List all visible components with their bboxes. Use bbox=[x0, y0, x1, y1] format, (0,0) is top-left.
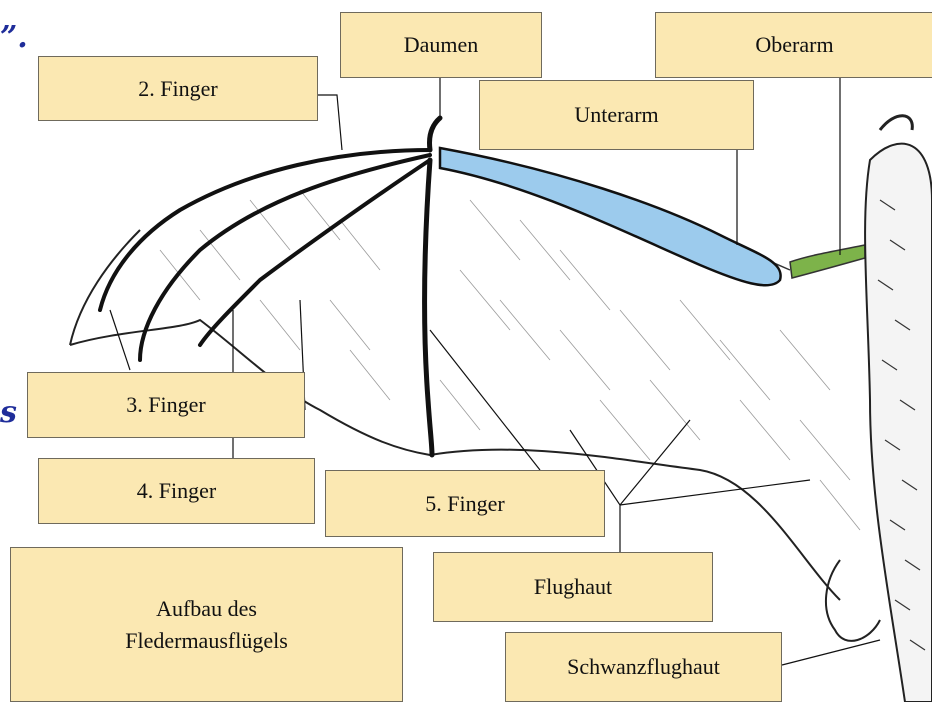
pointer-lines bbox=[109, 78, 881, 666]
membrane-hatching bbox=[159, 189, 861, 531]
finger-2-bone bbox=[98, 148, 432, 312]
finger-bones bbox=[98, 115, 443, 458]
wing-tip-outline bbox=[69, 229, 141, 346]
finger-3-bone bbox=[138, 153, 432, 362]
unterarm-highlight bbox=[438, 146, 782, 287]
pointer-2-finger bbox=[318, 94, 343, 151]
label-daumen: Daumen bbox=[340, 12, 542, 78]
label-schwanzflughaut: Schwanzflughaut bbox=[505, 632, 782, 702]
label-3-finger: 3. Finger bbox=[27, 372, 305, 438]
label-2-finger: 2. Finger bbox=[38, 56, 318, 121]
label-oberarm: Oberarm bbox=[655, 12, 932, 78]
script-fragment-top: ”. bbox=[0, 20, 28, 55]
pointer-5-finger bbox=[429, 329, 541, 471]
oberarm-highlight bbox=[789, 244, 866, 279]
finger-5-bone bbox=[422, 157, 435, 458]
thumb-bone bbox=[427, 115, 443, 153]
label-unterarm: Unterarm bbox=[479, 80, 754, 150]
label-flughaut: Flughaut bbox=[433, 552, 713, 622]
pointer-flughaut-3 bbox=[619, 479, 811, 506]
bat-ear bbox=[878, 114, 914, 131]
pointer-schwanzflughaut bbox=[781, 639, 881, 666]
finger-4-bone bbox=[198, 158, 432, 347]
membrane-outline bbox=[69, 318, 841, 601]
script-fragment-mid: s bbox=[0, 395, 17, 430]
diagram-title: Aufbau des Fledermausflügels bbox=[10, 547, 403, 702]
pointer-3-finger-tip bbox=[109, 309, 131, 371]
label-5-finger: 5. Finger bbox=[325, 470, 605, 537]
bat-foot bbox=[824, 559, 881, 642]
bat-body bbox=[824, 114, 932, 702]
label-4-finger: 4. Finger bbox=[38, 458, 315, 524]
pointer-flughaut-2 bbox=[619, 419, 691, 506]
